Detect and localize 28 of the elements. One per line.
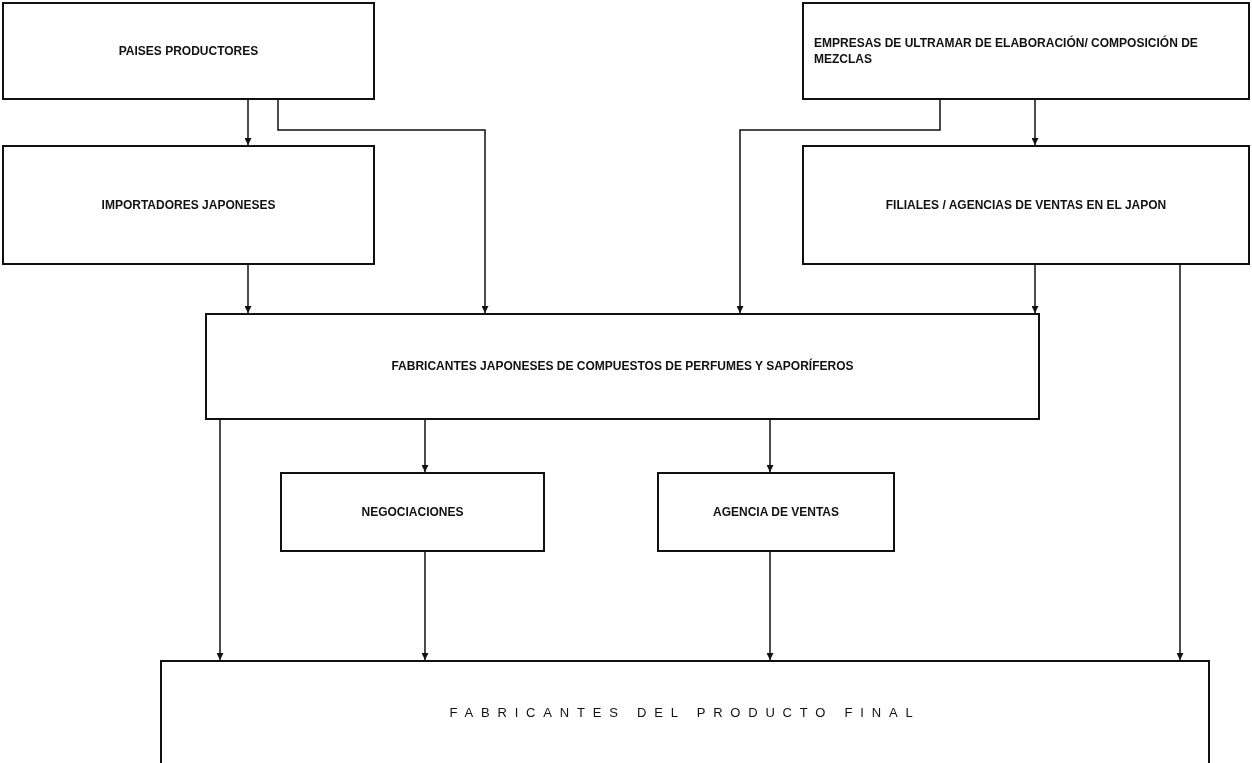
- process-box: [280, 472, 545, 552]
- arrow: [1031, 99, 1039, 146]
- box-label: FILIALES / AGENCIAS DE VENTAS EN EL JAPON: [884, 196, 1168, 214]
- arrow: [277, 99, 489, 314]
- box-label: EMPRESAS DE ULTRAMAR DE ELABORACIÓN/ COMPOSICIÓN DE MEZCLAS: [813, 34, 1199, 68]
- process-box: [2, 145, 375, 265]
- process-box: [2, 2, 375, 100]
- process-box: [802, 2, 1250, 100]
- box-label: IMPORTADORES JAPONESES: [100, 196, 277, 214]
- process-box: [657, 472, 895, 552]
- arrow: [736, 99, 941, 314]
- arrow: [216, 419, 224, 661]
- arrow: [244, 99, 252, 146]
- box-label: PAISES PRODUCTORES: [117, 42, 260, 60]
- arrow: [421, 551, 429, 661]
- process-box: [160, 660, 1210, 763]
- arrow: [244, 264, 252, 314]
- box-label: AGENCIA DE VENTAS: [712, 503, 840, 521]
- arrow: [421, 419, 429, 473]
- process-box: [205, 313, 1040, 420]
- arrow: [766, 551, 774, 661]
- arrow: [1176, 264, 1184, 661]
- box-label: FABRICANTES DEL PRODUCTO FINAL: [448, 703, 922, 722]
- process-box: [802, 145, 1250, 265]
- arrow: [766, 419, 774, 473]
- box-label: FABRICANTES JAPONESES DE COMPUESTOS DE PERFUMES Y SAPORÍFEROS: [390, 358, 855, 375]
- arrow: [1031, 264, 1039, 314]
- box-label: NEGOCIACIONES: [360, 503, 465, 521]
